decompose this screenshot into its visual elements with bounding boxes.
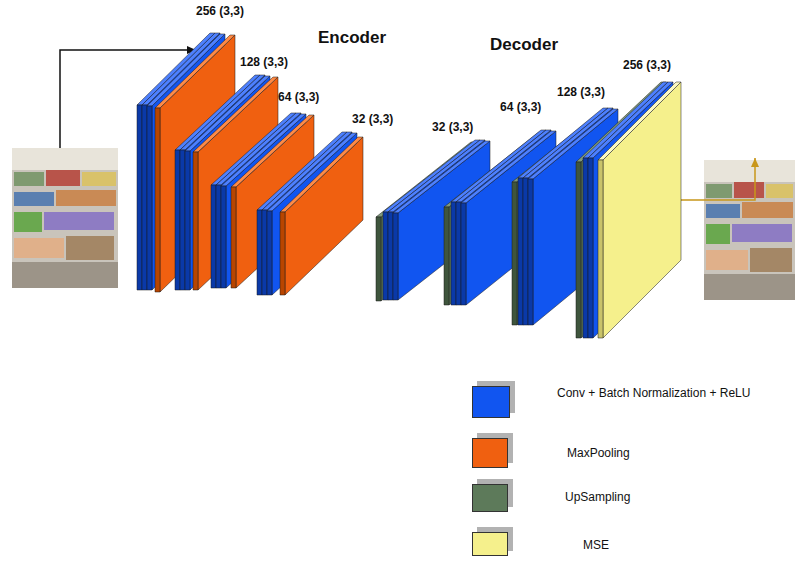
section-title: Decoder (490, 35, 558, 55)
slab-face (280, 212, 285, 295)
slab-face (180, 150, 185, 290)
slab-face (193, 152, 198, 290)
slab-face (137, 105, 142, 290)
legend-text: Conv + Batch Normalization + ReLU (557, 386, 750, 400)
slab-face (393, 213, 398, 300)
slab-face (583, 158, 588, 338)
layer-label: 64 (3,3) (500, 100, 541, 114)
legend-swatch (472, 532, 508, 556)
slab-face (142, 105, 147, 290)
layer-label: 64 (3,3) (278, 90, 319, 104)
slab-face (456, 202, 461, 305)
slab-face (221, 186, 226, 288)
slab-face (147, 106, 152, 290)
section-title: Encoder (318, 28, 386, 48)
input-image (12, 148, 118, 288)
legend-text: UpSampling (565, 490, 630, 504)
slab-face (280, 137, 363, 212)
legend-text: MaxPooling (567, 446, 630, 460)
slab-face (598, 160, 603, 338)
slab-face (155, 108, 160, 292)
slab-face (257, 210, 262, 295)
slab-face (383, 212, 388, 300)
slab-face (185, 151, 190, 290)
slab-face (388, 212, 393, 300)
slab-face (528, 179, 533, 325)
layer-label: 128 (3,3) (240, 55, 288, 69)
layer-label: 128 (3,3) (557, 85, 605, 99)
layer-block: 256 (3,3) (576, 82, 681, 338)
slab-face (588, 158, 593, 338)
slab-face (267, 211, 272, 295)
legend-swatch (472, 386, 510, 418)
slab-face (376, 217, 381, 301)
legend-swatch (472, 484, 508, 512)
slab-face (155, 35, 235, 108)
slab-face (444, 207, 449, 305)
slab-face (461, 203, 466, 305)
layer-label: 32 (3,3) (352, 112, 393, 126)
slab-face (598, 82, 681, 160)
slab-face (576, 162, 581, 338)
slab-face (518, 178, 523, 325)
layer-label: 32 (3,3) (432, 120, 473, 134)
slab-face (231, 187, 236, 288)
slab-face (523, 178, 528, 325)
layer-label: 256 (3,3) (623, 58, 671, 72)
slab-face (175, 150, 180, 290)
slab-face (285, 137, 363, 295)
slab-face (451, 202, 456, 305)
output-image (704, 160, 795, 300)
legend-swatch (472, 438, 508, 468)
slab-face (262, 210, 267, 295)
layer-label: 256 (3,3) (196, 4, 244, 18)
layer-block: 32 (3,3) (257, 132, 363, 295)
slab-face (216, 185, 221, 288)
legend-text: MSE (583, 538, 609, 552)
slab-face (211, 185, 216, 288)
slab-face (512, 182, 517, 325)
